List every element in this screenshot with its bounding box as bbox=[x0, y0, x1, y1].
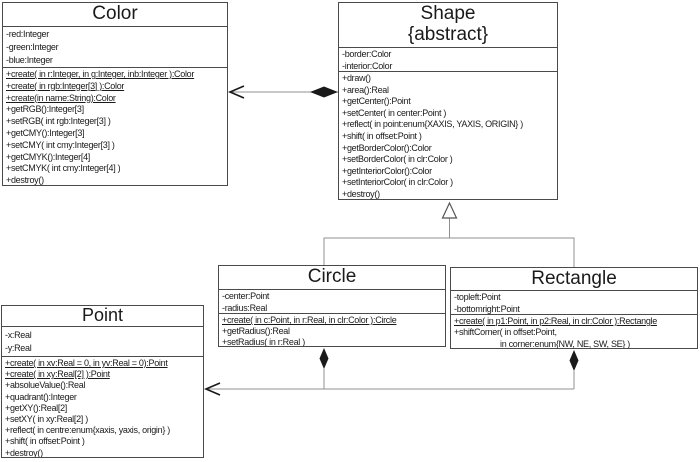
filled-diamond-icon bbox=[569, 350, 579, 371]
method-line: +create( in p1:Point, in p2:Real, in clr… bbox=[454, 316, 657, 326]
attribute-line: -bottomright:Point bbox=[454, 303, 520, 314]
attribute-line: -center:Point bbox=[222, 291, 270, 301]
open-arrowhead-icon bbox=[227, 85, 245, 99]
methods-compartment: +create( in xv:Real = 0, in yv:Real = 0)… bbox=[2, 357, 203, 458]
attribute-line: -green:Integer bbox=[6, 42, 59, 52]
method-line: +draw() bbox=[342, 73, 371, 83]
method-line: +destroy() bbox=[6, 175, 44, 186]
generalization-shape bbox=[323, 201, 575, 268]
method-line-continuation: in corner:enum{NW, NE, SW, SE} ) bbox=[500, 338, 630, 349]
method-line: +getCMYK():Integer[4] bbox=[6, 151, 90, 162]
method-line: +getInteriorColor():Color bbox=[342, 165, 432, 176]
method-line: +shiftCorner( in offset:Point, bbox=[454, 327, 557, 338]
methods-compartment: +draw() +area():Real +getCenter():Point … bbox=[339, 72, 557, 199]
method-line: +create( in rgb:Integer[3] ):Color bbox=[6, 80, 125, 91]
class-title: Circle bbox=[219, 266, 445, 290]
method-line: +getCMY():Integer[3] bbox=[6, 127, 85, 138]
method-line: +destroy() bbox=[342, 188, 380, 199]
open-arrowhead-icon bbox=[203, 382, 221, 396]
method-line: +setCMY( int cmy:Integer[3] ) bbox=[6, 139, 115, 150]
class-box-color: Color -red:Integer -green:Integer -blue:… bbox=[2, 2, 228, 186]
method-line: +setInteriorColor( in clr:Color ) bbox=[342, 177, 453, 188]
attribute-line: -border:Color bbox=[342, 49, 392, 59]
method-line: +quadrant():Integer bbox=[5, 391, 77, 402]
class-box-rectangle: Rectangle -topleft:Point -bottomright:Po… bbox=[450, 267, 698, 349]
class-box-point: Point -x:Real -y:Real +create( in xv:Rea… bbox=[1, 305, 204, 458]
method-line: +getCenter():Point bbox=[342, 96, 411, 107]
attribute-line: -radius:Real bbox=[222, 302, 267, 313]
method-line: +reflect( in point:enum{XAXIS, YAXIS, OR… bbox=[342, 119, 523, 130]
class-stereotype: {abstract} bbox=[407, 24, 489, 45]
attribute-line: -blue:Integer bbox=[6, 55, 53, 65]
attributes-compartment: -topleft:Point -bottomright:Point bbox=[451, 291, 697, 315]
methods-compartment: +create( in p1:Point, in p2:Real, in clr… bbox=[451, 315, 697, 349]
class-title: Shape {abstract} bbox=[339, 3, 557, 48]
attributes-compartment: -border:Color -interior:Color bbox=[339, 48, 557, 72]
method-line: +reflect( in centre:enum{xaxis, yaxis, o… bbox=[5, 425, 170, 436]
composition-rectangle-point bbox=[203, 350, 579, 396]
class-title: Color bbox=[3, 3, 227, 27]
attributes-compartment: -red:Integer -green:Integer -blue:Intege… bbox=[3, 27, 227, 68]
method-line: +destroy() bbox=[5, 447, 43, 458]
method-line: +getXY():Real[2] bbox=[5, 402, 67, 413]
method-line: +setCenter( in center:Point ) bbox=[342, 107, 447, 118]
methods-compartment: +create( in r:Integer, in g:Integer, inb… bbox=[3, 68, 227, 186]
class-box-shape: Shape {abstract} -border:Color -interior… bbox=[338, 2, 558, 200]
method-line: +setCMYK( int cmy:Integer[4] ) bbox=[6, 163, 121, 174]
method-line: +setRadius( in r:Real ) bbox=[222, 337, 305, 347]
method-line: +create( in r:Integer, in g:Integer, inb… bbox=[6, 69, 195, 79]
class-title: Rectangle bbox=[451, 268, 697, 291]
attributes-compartment: -x:Real -y:Real bbox=[2, 327, 203, 357]
method-line: +setBorderColor( in clr:Color ) bbox=[342, 154, 453, 165]
class-box-circle: Circle -center:Point -radius:Real +creat… bbox=[218, 265, 446, 347]
method-line: +create( in c:Point, in r:Real, in clr:C… bbox=[222, 315, 397, 325]
method-line: +shift( in offset:Point ) bbox=[5, 436, 85, 447]
method-line: +create( in xv:Real = 0, in yv:Real = 0)… bbox=[5, 358, 168, 368]
method-line: +area():Real bbox=[342, 84, 389, 95]
method-line: +setXY( in xy:Real[2] ) bbox=[5, 414, 88, 425]
method-line: +setRGB( int rgb:Integer[3] ) bbox=[6, 116, 111, 127]
hollow-triangle-icon bbox=[441, 201, 458, 219]
filled-diamond-icon bbox=[310, 86, 338, 98]
method-line: +create(in name:String):Color bbox=[6, 92, 116, 103]
composition-circle-point bbox=[319, 348, 329, 389]
method-line: +getRGB():Integer[3] bbox=[6, 104, 84, 115]
attribute-line: -red:Integer bbox=[6, 29, 49, 39]
composition-shape-color bbox=[227, 85, 338, 99]
attribute-line: -interior:Color bbox=[342, 60, 393, 71]
attribute-line: -x:Real bbox=[5, 330, 32, 340]
filled-diamond-icon bbox=[319, 348, 329, 369]
method-line: +absolueValue():Real bbox=[5, 380, 86, 391]
class-title: Point bbox=[2, 306, 203, 327]
attribute-line: -y:Real bbox=[5, 343, 32, 353]
method-line: +shift( in offset:Point ) bbox=[342, 130, 422, 141]
class-title-text: Shape bbox=[420, 3, 476, 24]
attributes-compartment: -center:Point -radius:Real bbox=[219, 290, 445, 314]
methods-compartment: +create( in c:Point, in r:Real, in clr:C… bbox=[219, 314, 445, 347]
method-line: +getRadius():Real bbox=[222, 326, 290, 336]
method-line: +getBorderColor():Color bbox=[342, 142, 432, 153]
method-line: +create( in xy:Real[2] ):Point bbox=[5, 369, 110, 380]
attribute-line: -topleft:Point bbox=[454, 292, 501, 302]
